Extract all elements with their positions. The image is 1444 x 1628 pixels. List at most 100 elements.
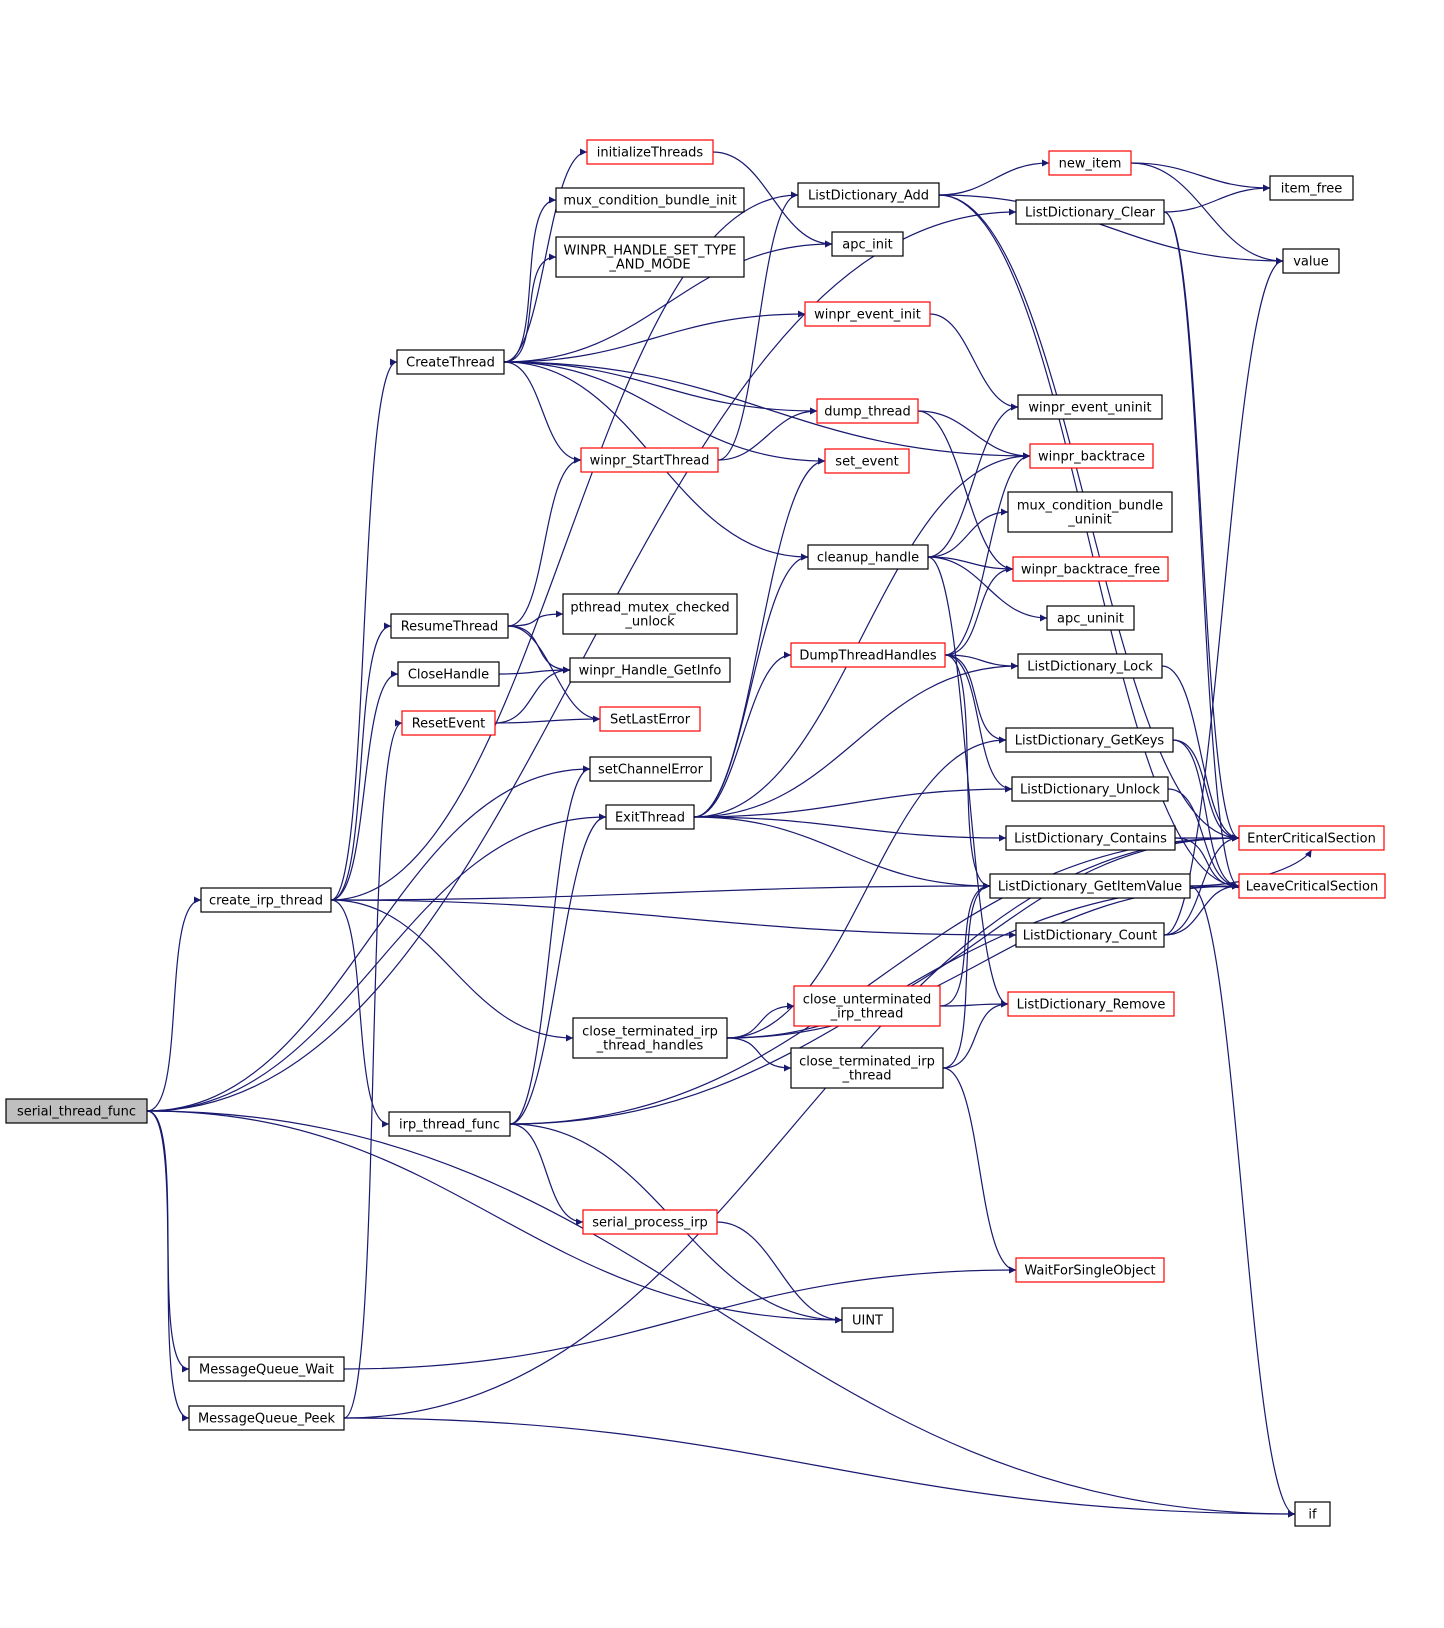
node-box[interactable] — [1029, 443, 1154, 469]
node-box[interactable] — [572, 1017, 728, 1059]
node-box[interactable] — [804, 301, 931, 327]
node-box[interactable] — [1048, 150, 1132, 176]
node-mux_condition_bundle_init[interactable]: mux_condition_bundle_init — [555, 187, 745, 213]
node-box[interactable] — [1012, 556, 1169, 582]
node-ListDictionary_Contains[interactable]: ListDictionary_Contains — [1005, 825, 1176, 851]
node-box[interactable] — [5, 1098, 148, 1124]
node-box[interactable] — [599, 706, 701, 732]
node-winpr_backtrace_free[interactable]: winpr_backtrace_free — [1012, 556, 1169, 582]
node-dump_thread[interactable]: dump_thread — [816, 398, 919, 424]
node-close_terminated_irp_thread[interactable]: close_terminated_irp_thread — [790, 1047, 944, 1089]
node-item_free[interactable]: item_free — [1269, 175, 1354, 201]
node-box[interactable] — [582, 1209, 718, 1235]
node-CloseHandle[interactable]: CloseHandle — [397, 661, 500, 687]
node-box[interactable] — [807, 544, 929, 570]
node-ListDictionary_Count[interactable]: ListDictionary_Count — [1015, 922, 1165, 948]
node-setChannelError[interactable]: setChannelError — [589, 756, 712, 782]
node-box[interactable] — [989, 873, 1191, 899]
node-winpr_event_init[interactable]: winpr_event_init — [804, 301, 931, 327]
node-box[interactable] — [1007, 991, 1175, 1017]
node-box[interactable] — [824, 448, 910, 474]
node-box[interactable] — [396, 349, 505, 375]
node-apc_init[interactable]: apc_init — [831, 231, 904, 257]
node-box[interactable] — [1269, 175, 1354, 201]
node-winpr_event_uninit[interactable]: winpr_event_uninit — [1017, 394, 1163, 420]
node-ListDictionary_GetKeys[interactable]: ListDictionary_GetKeys — [1005, 727, 1174, 753]
node-new_item[interactable]: new_item — [1048, 150, 1132, 176]
node-close_unterminated_irp_thread[interactable]: close_unterminated_irp_thread — [793, 985, 941, 1027]
node-box[interactable] — [816, 398, 919, 424]
node-box[interactable] — [200, 887, 332, 913]
node-serial_thread_func[interactable]: serial_thread_func — [5, 1098, 148, 1124]
node-box[interactable] — [388, 1111, 511, 1137]
node-close_terminated_irp_thread_handles[interactable]: close_terminated_irp_thread_handles — [572, 1017, 728, 1059]
node-MessageQueue_Peek[interactable]: MessageQueue_Peek — [188, 1405, 345, 1431]
node-create_irp_thread[interactable]: create_irp_thread — [200, 887, 332, 913]
node-winpr_Handle_GetInfo[interactable]: winpr_Handle_GetInfo — [569, 657, 731, 683]
node-box[interactable] — [1015, 199, 1165, 225]
node-EnterCriticalSection[interactable]: EnterCriticalSection — [1238, 825, 1385, 851]
node-box[interactable] — [605, 804, 695, 830]
node-value[interactable]: value — [1282, 248, 1340, 274]
node-box[interactable] — [188, 1405, 345, 1431]
node-box[interactable] — [555, 236, 745, 278]
node-WINPR_HANDLE_SET_TYPE_AND_MODE[interactable]: WINPR_HANDLE_SET_TYPE_AND_MODE — [555, 236, 745, 278]
node-ResumeThread[interactable]: ResumeThread — [390, 613, 509, 639]
node-box[interactable] — [188, 1356, 345, 1382]
node-SetLastError[interactable]: SetLastError — [599, 706, 701, 732]
node-box[interactable] — [397, 661, 500, 687]
node-serial_process_irp[interactable]: serial_process_irp — [582, 1209, 718, 1235]
node-mux_condition_bundle_uninit[interactable]: mux_condition_bundle_uninit — [1007, 491, 1173, 533]
node-box[interactable] — [790, 1047, 944, 1089]
node-WaitForSingleObject[interactable]: WaitForSingleObject — [1015, 1257, 1165, 1283]
node-box[interactable] — [1005, 727, 1174, 753]
node-DumpThreadHandles[interactable]: DumpThreadHandles — [790, 642, 946, 668]
node-box[interactable] — [1238, 825, 1385, 851]
node-winpr_StartThread[interactable]: winpr_StartThread — [580, 447, 719, 473]
node-box[interactable] — [1011, 776, 1169, 802]
node-box[interactable] — [1294, 1501, 1331, 1527]
node-set_event[interactable]: set_event — [824, 448, 910, 474]
node-box[interactable] — [1017, 394, 1163, 420]
node-box[interactable] — [1015, 1257, 1165, 1283]
node-ListDictionary_GetItemValue[interactable]: ListDictionary_GetItemValue — [989, 873, 1191, 899]
node-box[interactable] — [580, 447, 719, 473]
node-MessageQueue_Wait[interactable]: MessageQueue_Wait — [188, 1356, 345, 1382]
node-pthread_mutex_checked_unlock[interactable]: pthread_mutex_checked_unlock — [562, 593, 738, 635]
node-box[interactable] — [793, 985, 941, 1027]
node-ResetEvent[interactable]: ResetEvent — [401, 710, 496, 736]
node-ExitThread[interactable]: ExitThread — [605, 804, 695, 830]
node-box[interactable] — [790, 642, 946, 668]
node-box[interactable] — [589, 756, 712, 782]
node-ListDictionary_Lock[interactable]: ListDictionary_Lock — [1017, 653, 1163, 679]
node-box[interactable] — [1015, 922, 1165, 948]
node-ListDictionary_Add[interactable]: ListDictionary_Add — [797, 182, 940, 208]
node-box[interactable] — [841, 1307, 894, 1333]
node-winpr_backtrace[interactable]: winpr_backtrace — [1029, 443, 1154, 469]
node-box[interactable] — [1282, 248, 1340, 274]
node-irp_thread_func[interactable]: irp_thread_func — [388, 1111, 511, 1137]
node-CreateThread[interactable]: CreateThread — [396, 349, 505, 375]
node-box[interactable] — [1046, 605, 1135, 631]
node-box[interactable] — [1238, 873, 1386, 899]
node-box[interactable] — [401, 710, 496, 736]
node-box[interactable] — [1007, 491, 1173, 533]
node-box[interactable] — [555, 187, 745, 213]
node-if[interactable]: if — [1294, 1501, 1331, 1527]
node-cleanup_handle[interactable]: cleanup_handle — [807, 544, 929, 570]
node-box[interactable] — [831, 231, 904, 257]
node-ListDictionary_Unlock[interactable]: ListDictionary_Unlock — [1011, 776, 1169, 802]
node-box[interactable] — [797, 182, 940, 208]
node-box[interactable] — [586, 139, 714, 165]
node-UINT[interactable]: UINT — [841, 1307, 894, 1333]
node-box[interactable] — [390, 613, 509, 639]
node-LeaveCriticalSection[interactable]: LeaveCriticalSection — [1238, 873, 1386, 899]
node-box[interactable] — [1017, 653, 1163, 679]
node-box[interactable] — [569, 657, 731, 683]
node-box[interactable] — [1005, 825, 1176, 851]
node-initializeThreads[interactable]: initializeThreads — [586, 139, 714, 165]
node-ListDictionary_Clear[interactable]: ListDictionary_Clear — [1015, 199, 1165, 225]
node-box[interactable] — [562, 593, 738, 635]
node-apc_uninit[interactable]: apc_uninit — [1046, 605, 1135, 631]
node-ListDictionary_Remove[interactable]: ListDictionary_Remove — [1007, 991, 1175, 1017]
